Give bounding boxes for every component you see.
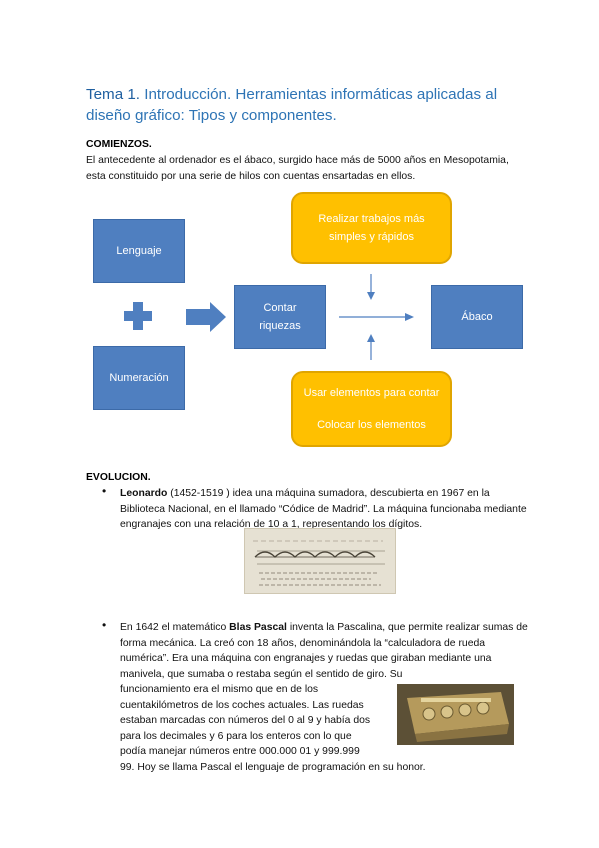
leonardo-name: Leonardo bbox=[120, 488, 168, 499]
title-lead: Tema 1. bbox=[86, 86, 141, 103]
codex-image bbox=[244, 528, 396, 594]
leonardo-text: (1452-1519 ) idea una máquina sumadora, … bbox=[120, 488, 527, 530]
box-contar-line2: riquezas bbox=[259, 320, 301, 332]
pascal-line-d: para los decimales y 6 para los enteros … bbox=[120, 730, 352, 742]
box-top-line2: simples y rápidos bbox=[329, 231, 414, 243]
section-heading-evolucion: EVOLUCION. bbox=[86, 472, 151, 483]
title-text: Introducción. Herramientas informáticas … bbox=[86, 86, 498, 124]
arrow-to-abaco-head bbox=[405, 313, 414, 321]
box-abaco: Ábaco bbox=[431, 285, 523, 349]
box-contar-riquezas: Contar riquezas bbox=[234, 285, 326, 349]
pascaline-image bbox=[397, 684, 514, 745]
pascal-name: Blas Pascal bbox=[229, 622, 287, 633]
box-numeracion-label: Numeración bbox=[109, 372, 169, 384]
paragraph-leonardo: Leonardo (1452-1519 ) idea una máquina s… bbox=[120, 486, 528, 533]
pascal-line-b: cuentakilómetros de los coches actuales.… bbox=[120, 699, 364, 711]
arrow-down-head bbox=[367, 292, 375, 300]
box-abaco-label: Ábaco bbox=[461, 311, 493, 323]
paragraph-pascal-continued: funcionamiento era el mismo que en de lo… bbox=[120, 682, 395, 760]
block-arrow-right bbox=[186, 302, 226, 332]
pascal-line-e: podía manejar números entre 000.000 01 y… bbox=[120, 746, 360, 757]
box-bottom-line2: Colocar los elementos bbox=[317, 419, 426, 431]
pascal-line-c: estaban marcadas con números del 0 al 9 … bbox=[120, 715, 371, 726]
arrow-up-head bbox=[367, 334, 375, 342]
box-top-line1: Realizar trabajos más bbox=[318, 213, 425, 225]
paragraph-pascal: En 1642 el matemático Blas Pascal invent… bbox=[120, 620, 528, 682]
pascal-pre: En 1642 el matemático bbox=[120, 622, 230, 633]
box-bottom-line1: Usar elementos para contar bbox=[303, 387, 440, 399]
bullet-2: • bbox=[102, 618, 107, 632]
box-numeracion: Numeración bbox=[93, 346, 185, 410]
box-contar-line1: Contar bbox=[263, 302, 297, 314]
box-usar-elementos: Usar elementos para contar Colocar los e… bbox=[291, 371, 452, 447]
bullet-1: • bbox=[102, 484, 107, 498]
paragraph-comienzos: El antecedente al ordenador es el ábaco,… bbox=[86, 155, 509, 182]
pascal-line-a: funcionamiento era el mismo que en de lo… bbox=[120, 684, 319, 695]
page-title: Tema 1. Introducción. Herramientas infor… bbox=[86, 84, 526, 126]
section-heading-comienzos: COMIENZOS. bbox=[86, 139, 152, 150]
box-lenguaje: Lenguaje bbox=[93, 219, 185, 283]
box-lenguaje-label: Lenguaje bbox=[116, 245, 162, 257]
pascal-line-f: 99. Hoy se llama Pascal el lenguaje de p… bbox=[120, 762, 426, 773]
pascal-text: inventa la Pascalina, que permite realiz… bbox=[120, 622, 528, 680]
box-realizar-trabajos: Realizar trabajos más simples y rápidos bbox=[291, 192, 452, 264]
